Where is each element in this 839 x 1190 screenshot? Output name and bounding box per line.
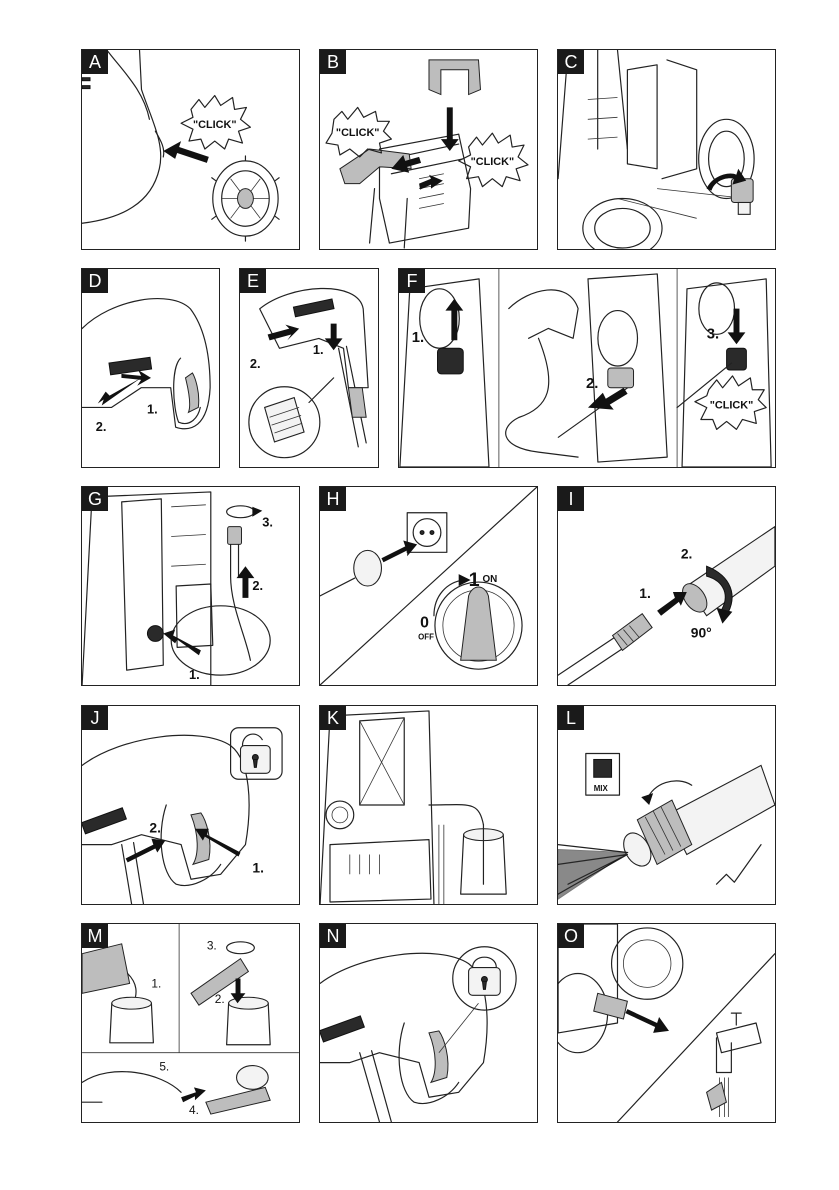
illustration-a: "CLICK" (82, 50, 299, 249)
step-2-label: 2. (96, 419, 107, 434)
panel-c: C (557, 49, 776, 250)
panel-letter: B (320, 50, 346, 74)
panel-e: E 1. 2. (239, 268, 379, 468)
detergent-bottle-icon (110, 997, 154, 1043)
on-text-label: ON (482, 574, 497, 585)
illustration-d: 1. 2. (82, 269, 219, 467)
click-label: "CLICK" (193, 119, 237, 131)
wheel-icon (212, 156, 279, 241)
magnifier-icon (249, 378, 334, 458)
illustration-h: 1 ON 0 OFF (320, 487, 537, 685)
off-number-label: 0 (420, 615, 429, 632)
illustration-f: 1. 2. 3. "CLICK" (399, 269, 775, 467)
mix-label: MIX (594, 784, 609, 793)
off-text-label: OFF (418, 632, 434, 641)
panel-i: I 1. 2. 90° (557, 486, 776, 686)
illustration-o (558, 924, 775, 1122)
illustration-k (320, 706, 537, 904)
illustration-m: 1. 2. 3. 4. 5. (82, 924, 299, 1122)
illustration-e: 1. 2. (240, 269, 378, 467)
panel-d: D 1. 2. (81, 268, 220, 468)
illustration-i: 1. 2. 90° (558, 487, 775, 685)
hose-connector-icon (731, 179, 753, 215)
panel-letter: D (82, 269, 108, 293)
panel-letter: N (320, 924, 346, 948)
step-3-label: 3. (262, 515, 273, 530)
illustration-j: 1. 2. (82, 706, 299, 904)
step-4-label: 4. (189, 1103, 199, 1117)
panel-n: N (319, 923, 538, 1123)
click-label: "CLICK" (710, 400, 754, 412)
step-1-label: 1. (147, 401, 158, 416)
step-2-label: 2. (252, 578, 263, 593)
panel-k: K (319, 705, 538, 905)
step-2-label: 2. (586, 376, 598, 392)
panel-letter: F (399, 269, 425, 293)
panel-letter: G (82, 487, 108, 511)
panel-o: O (557, 923, 776, 1123)
panel-m: M 1. 2. 3. 4. 5. (81, 923, 300, 1123)
panel-letter: M (82, 924, 108, 948)
panel-letter: H (320, 487, 346, 511)
step-2-label: 2. (215, 992, 225, 1006)
panel-letter: O (558, 924, 584, 948)
panel-letter: A (82, 50, 108, 74)
step-1-label: 1. (313, 342, 324, 357)
panel-a: A "CLICK" (81, 49, 300, 250)
click-label-left: "CLICK" (336, 127, 380, 139)
step-2-label: 2. (250, 356, 261, 371)
mix-icon: MIX (586, 754, 620, 796)
step-1-label: 1. (639, 585, 651, 601)
panel-g: G 1. 2. 3. (81, 486, 300, 686)
step-1-label: 1. (189, 667, 200, 682)
illustration-b: "CLICK" "CLICK" (320, 50, 537, 249)
step-3-label: 3. (207, 939, 217, 953)
click-label-right: "CLICK" (471, 156, 515, 168)
power-switch-icon (435, 582, 522, 669)
step-1-label: 1. (252, 859, 264, 875)
illustration-c (558, 50, 775, 249)
illustration-l: MIX (558, 706, 775, 904)
step-5-label: 5. (159, 1060, 169, 1074)
on-number-label: 1 (469, 569, 480, 591)
panel-letter: I (558, 487, 584, 511)
panel-f: F 1. 2. 3. "CLICK" (398, 268, 776, 468)
step-1-label: 1. (151, 976, 161, 990)
panel-j: J 1. 2. (81, 705, 300, 905)
lock-icon (453, 947, 516, 1010)
step-2-label: 2. (149, 820, 161, 836)
panel-letter: K (320, 706, 346, 730)
detergent-bottle-icon (461, 825, 507, 894)
plug-icon (320, 550, 381, 596)
panel-l: L MIX (557, 705, 776, 905)
panel-letter: E (240, 269, 266, 293)
detergent-bottle-2-icon (227, 997, 271, 1045)
panel-letter: C (558, 50, 584, 74)
illustration-n (320, 924, 537, 1122)
panel-b: B "CLICK" "CLICK" (319, 49, 538, 250)
angle-label: 90° (691, 624, 712, 640)
panel-letter: L (558, 706, 584, 730)
step-2-label: 2. (681, 545, 693, 561)
step-3-label: 3. (707, 326, 719, 342)
panel-letter: J (82, 706, 108, 730)
illustration-g: 1. 2. 3. (82, 487, 299, 685)
step-1-label: 1. (412, 330, 424, 346)
panel-h: H 1 ON 0 OFF (319, 486, 538, 686)
